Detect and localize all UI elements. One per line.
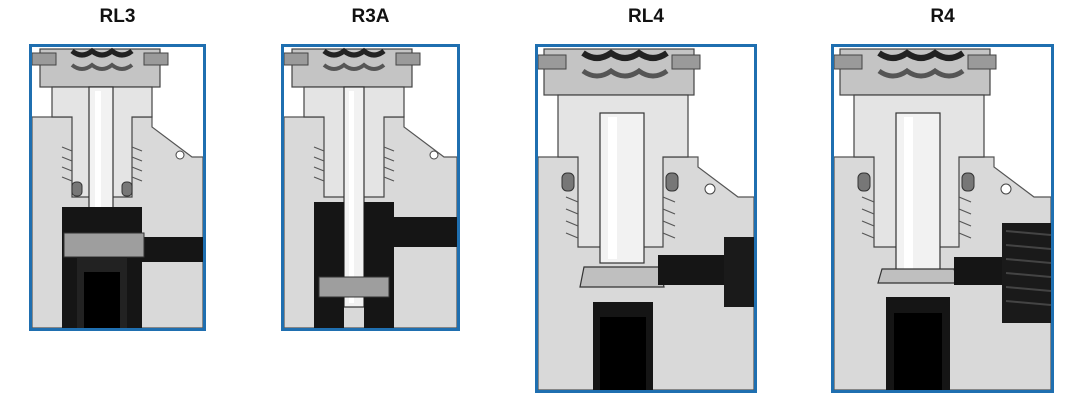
valve-cutaway-rl3 xyxy=(32,47,203,328)
spring xyxy=(322,47,386,58)
valve-cutaway-r3a xyxy=(284,47,457,328)
stem xyxy=(895,112,941,274)
cutaway-frame-r3a xyxy=(281,44,460,331)
cutaway-frame-rl4 xyxy=(535,44,757,393)
panel-r4: R4 xyxy=(831,6,1054,393)
seat-disc xyxy=(877,268,959,284)
cutaway-frame-rl3 xyxy=(29,44,206,331)
stem xyxy=(599,112,645,264)
panel-title-r3a: R3A xyxy=(351,6,390,27)
spring xyxy=(70,47,134,58)
panel-r3a: R3A xyxy=(281,6,460,331)
panel-rl3: RL3 xyxy=(29,6,206,331)
panel-rl4: RL4 xyxy=(535,6,757,393)
panel-title-rl3: RL3 xyxy=(99,6,136,27)
valve-cutaway-rl4 xyxy=(538,47,754,390)
cutaway-frame-r4 xyxy=(831,44,1054,393)
spring xyxy=(877,49,965,61)
panel-title-r4: R4 xyxy=(930,6,955,27)
panel-title-rl4: RL4 xyxy=(628,6,664,27)
seat-disc xyxy=(579,266,665,288)
spring xyxy=(581,49,669,61)
outlet-port xyxy=(658,255,728,285)
valve-cutaway-r4 xyxy=(834,47,1051,390)
